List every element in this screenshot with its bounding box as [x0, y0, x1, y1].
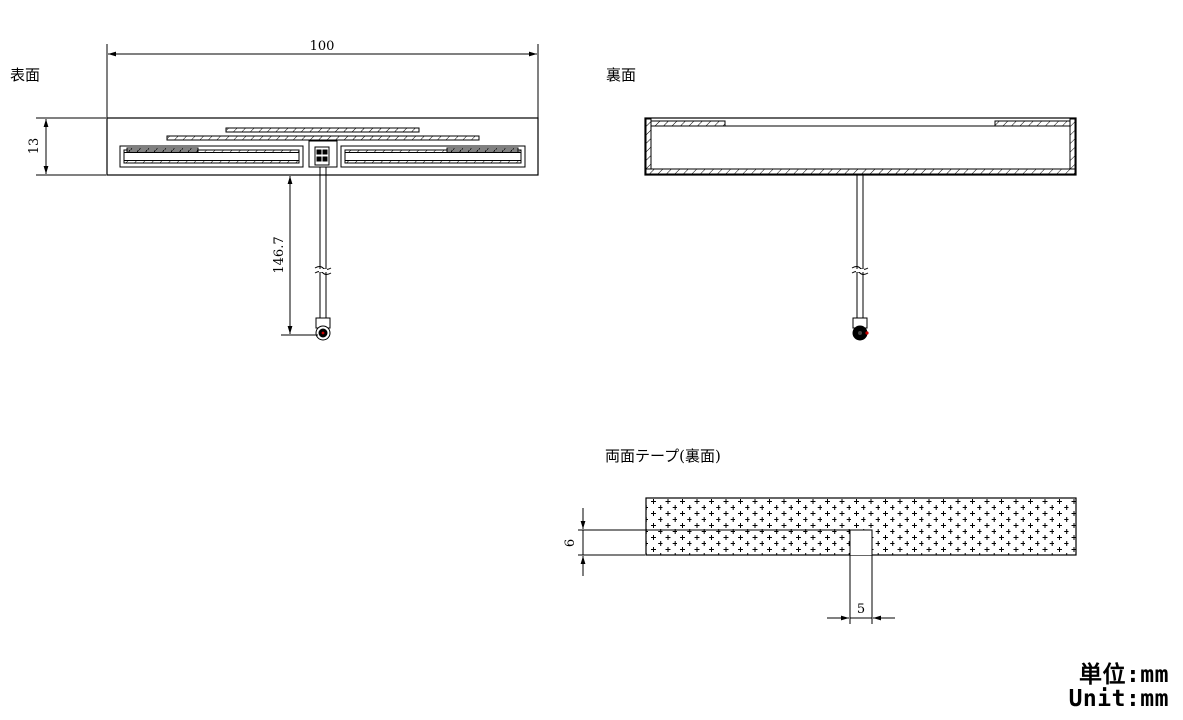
- unit-label-english: Unit:mm: [1068, 686, 1169, 712]
- tape-view: 両面テープ(裏面) 6 5: [563, 447, 1077, 624]
- u-fl-connector-back: [852, 317, 869, 341]
- tape-height-dimension-text: 6: [563, 539, 578, 547]
- cable-length-dimension-text: 146.7: [272, 236, 287, 273]
- height-dimension: [36, 117, 106, 176]
- u-fl-connector-front: [315, 317, 331, 341]
- back-view: 裏面: [606, 66, 1077, 341]
- antenna-radiator-front: [119, 127, 526, 168]
- width-dimension: [106, 44, 539, 118]
- slot-width-dimension: [827, 555, 895, 624]
- coax-cable-front: [314, 167, 332, 318]
- unit-label-japanese: 単位:mm: [1078, 662, 1169, 688]
- antenna-board-back: [644, 117, 1077, 176]
- cable-length-dimension: [281, 174, 318, 336]
- front-view: 表面 100 13: [10, 39, 539, 341]
- tape-height-dimension: [578, 508, 850, 576]
- coax-cable-back: [851, 175, 869, 318]
- back-view-label: 裏面: [606, 66, 636, 84]
- tape-view-label: 両面テープ(裏面): [605, 447, 721, 465]
- slot-width-dimension-text: 5: [857, 602, 865, 617]
- height-dimension-text: 13: [27, 138, 42, 155]
- antenna-board-front: [106, 117, 539, 176]
- tape-slot: [849, 529, 873, 555]
- width-dimension-text: 100: [310, 39, 335, 54]
- front-view-label: 表面: [10, 66, 40, 84]
